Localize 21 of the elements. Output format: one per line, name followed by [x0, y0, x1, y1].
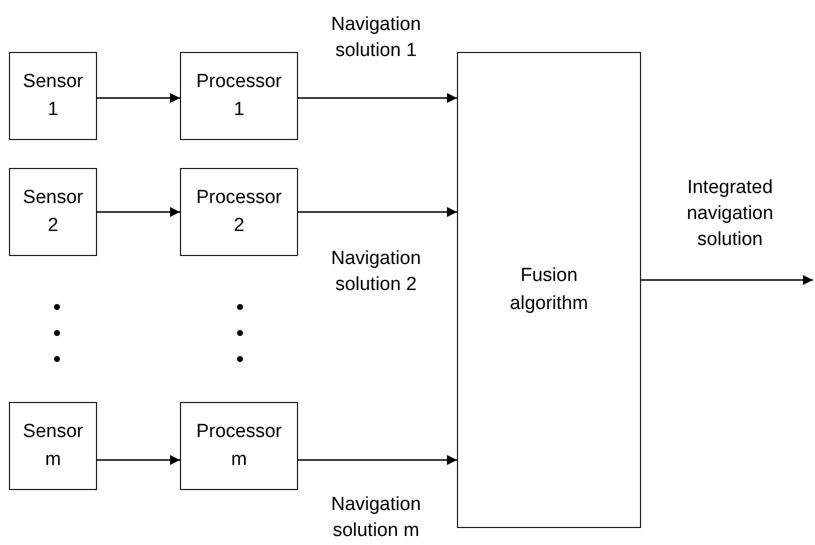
process-box: [457, 52, 641, 528]
arrow: [641, 275, 813, 285]
node-label: Sensor 2: [22, 186, 84, 238]
arrow: [298, 93, 457, 103]
arrow: [97, 207, 180, 217]
node-label: Processor m: [195, 420, 283, 472]
node-label: Sensor 1: [22, 70, 84, 122]
process-box: [180, 52, 298, 140]
arrow: [298, 207, 457, 217]
node-label: Processor 2: [195, 186, 283, 238]
process-box: [180, 402, 298, 490]
arrow: [298, 455, 457, 465]
process-box: [9, 168, 97, 256]
node-label: Processor 1: [195, 70, 283, 122]
node-label: Sensor m: [22, 420, 84, 472]
arrow: [97, 455, 180, 465]
node-label: Fusion algorithm: [508, 264, 590, 316]
arrow: [97, 93, 180, 103]
process-box: [180, 168, 298, 256]
process-box: [9, 402, 97, 490]
process-box: [9, 52, 97, 140]
